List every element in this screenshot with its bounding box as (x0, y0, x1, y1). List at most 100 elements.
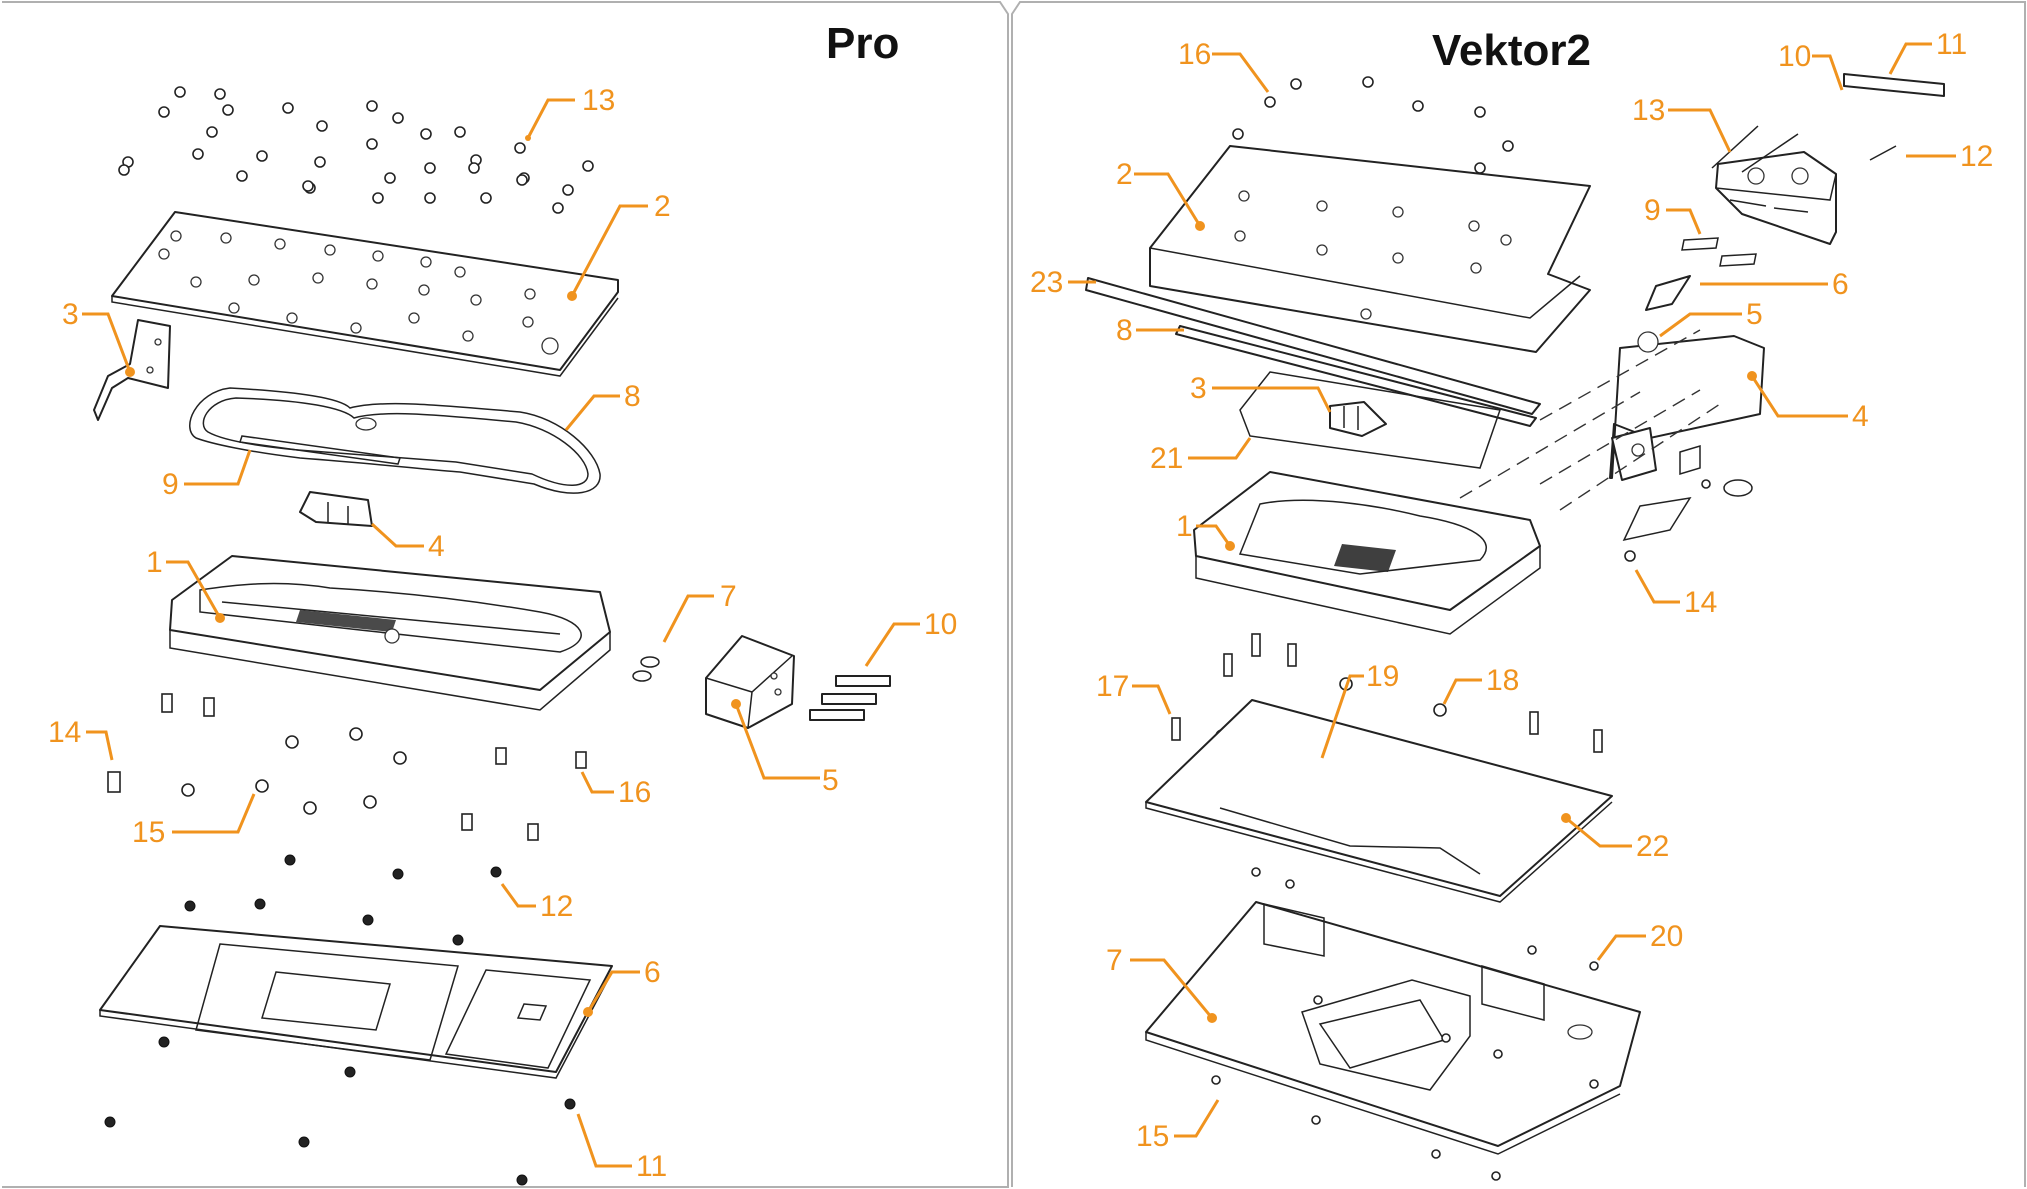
svg-text:4: 4 (428, 530, 445, 563)
pro-callout-4: 4 (370, 522, 445, 563)
v2-terminal (1609, 331, 1765, 562)
v2-callout-8: 8 (1116, 314, 1184, 347)
pro-callout-10: 10 (864, 608, 957, 667)
pro-bottom-plate (99, 925, 613, 1079)
v2-callout-15: 15 (1136, 1099, 1220, 1153)
pro-long-screws (809, 675, 891, 721)
svg-text:6: 6 (644, 956, 661, 989)
svg-text:18: 18 (1486, 664, 1519, 697)
pro-callout-5: 5 (731, 699, 839, 797)
v2-callout-3: 3 (1190, 372, 1332, 413)
v2-callout-21: 21 (1150, 437, 1252, 475)
svg-text:6: 6 (1832, 268, 1849, 301)
svg-text:21: 21 (1150, 442, 1183, 475)
v2-callout-10: 10 (1778, 40, 1844, 91)
pro-callout-16: 16 (580, 771, 651, 809)
pro-callout-7: 7 (662, 580, 737, 643)
svg-text:16: 16 (1178, 38, 1211, 71)
v2-callout-2: 2 (1116, 158, 1205, 231)
pro-orings (632, 656, 660, 682)
svg-text:23: 23 (1030, 266, 1063, 299)
pro-terminal (705, 635, 795, 729)
v2-callout-18: 18 (1442, 664, 1519, 705)
v2-waterblock (1193, 471, 1541, 635)
pro-panel-border (2, 0, 1009, 1188)
svg-text:8: 8 (624, 380, 641, 413)
svg-text:19: 19 (1366, 660, 1399, 693)
svg-text:7: 7 (720, 580, 737, 613)
v2-callout-16: 16 (1178, 38, 1270, 93)
svg-text:1: 1 (146, 546, 163, 579)
v2-terminal-top (1681, 73, 1945, 267)
pro-gasket (189, 387, 601, 494)
svg-text:2: 2 (1116, 158, 1133, 191)
callouts: 13 2 3 8 9 4 1 7 (48, 28, 1993, 1183)
svg-text:13: 13 (582, 84, 615, 117)
pro-small-screws (104, 854, 576, 1186)
pro-callout-3: 3 (62, 298, 135, 377)
pro-pad (299, 491, 373, 527)
v2-plate-22 (1145, 699, 1613, 903)
pro-callout-6: 6 (583, 956, 661, 1017)
svg-text:3: 3 (1190, 372, 1207, 405)
v2-callout-5: 5 (1659, 298, 1763, 338)
svg-text:2: 2 (654, 190, 671, 223)
v2-callout-4: 4 (1747, 371, 1869, 433)
pro-parts (93, 86, 891, 1186)
svg-text:15: 15 (1136, 1120, 1169, 1153)
v2-callout-17: 17 (1096, 670, 1172, 715)
svg-text:12: 12 (540, 890, 573, 923)
pro-callout-11: 11 (576, 1113, 667, 1183)
pro-callout-9: 9 (162, 449, 252, 501)
svg-text:3: 3 (62, 298, 79, 331)
vektor2-panel-border (1011, 0, 2026, 1187)
svg-text:9: 9 (1644, 194, 1661, 227)
svg-text:15: 15 (132, 816, 165, 849)
pro-callout-1: 1 (146, 546, 225, 623)
v2-guides (1459, 329, 1721, 511)
vektor2-parts (1085, 73, 1945, 1181)
v2-callout-23: 23 (1030, 266, 1096, 299)
svg-text:12: 12 (1960, 140, 1993, 173)
v2-callout-9: 9 (1644, 194, 1702, 235)
svg-text:14: 14 (1684, 586, 1717, 619)
v2-callout-11: 11 (1888, 28, 1967, 75)
svg-text:13: 13 (1632, 94, 1665, 127)
pro-waterblock (169, 555, 611, 711)
v2-callout-19: 19 (1320, 660, 1399, 759)
v2-callout-6: 6 (1700, 268, 1849, 301)
v2-backplate (1145, 867, 1641, 1181)
svg-text:11: 11 (1936, 28, 1967, 61)
v2-callout-14: 14 (1634, 569, 1717, 619)
svg-text:16: 16 (618, 776, 651, 809)
pro-top-screws (118, 86, 594, 214)
pro-top-plate (111, 211, 619, 377)
svg-text:9: 9 (162, 468, 179, 501)
vektor2-title: Vektor2 (1432, 26, 1591, 75)
svg-text:20: 20 (1650, 920, 1683, 953)
pro-callout-14: 14 (48, 716, 114, 761)
svg-text:17: 17 (1096, 670, 1129, 703)
svg-text:1: 1 (1176, 510, 1193, 543)
v2-callout-13: 13 (1632, 94, 1732, 153)
svg-text:7: 7 (1106, 944, 1123, 977)
pro-standoffs (107, 693, 587, 841)
pro-callout-2: 2 (567, 190, 671, 301)
v2-callout-20: 20 (1596, 920, 1683, 961)
svg-text:11: 11 (636, 1150, 667, 1183)
v2-callout-12: 12 (1906, 140, 1993, 173)
svg-text:10: 10 (924, 608, 957, 641)
pro-callout-8: 8 (564, 380, 641, 431)
svg-text:14: 14 (48, 716, 81, 749)
v2-callout-22: 22 (1561, 813, 1669, 863)
v2-callout-1: 1 (1176, 510, 1235, 551)
pro-callout-13: 13 (525, 84, 615, 141)
svg-text:5: 5 (1746, 298, 1763, 331)
v2-gasket (1239, 371, 1501, 469)
pro-title: Pro (826, 19, 899, 68)
svg-text:10: 10 (1778, 40, 1811, 73)
svg-text:8: 8 (1116, 314, 1133, 347)
v2-top-plate (1149, 145, 1591, 353)
svg-text:4: 4 (1852, 400, 1869, 433)
